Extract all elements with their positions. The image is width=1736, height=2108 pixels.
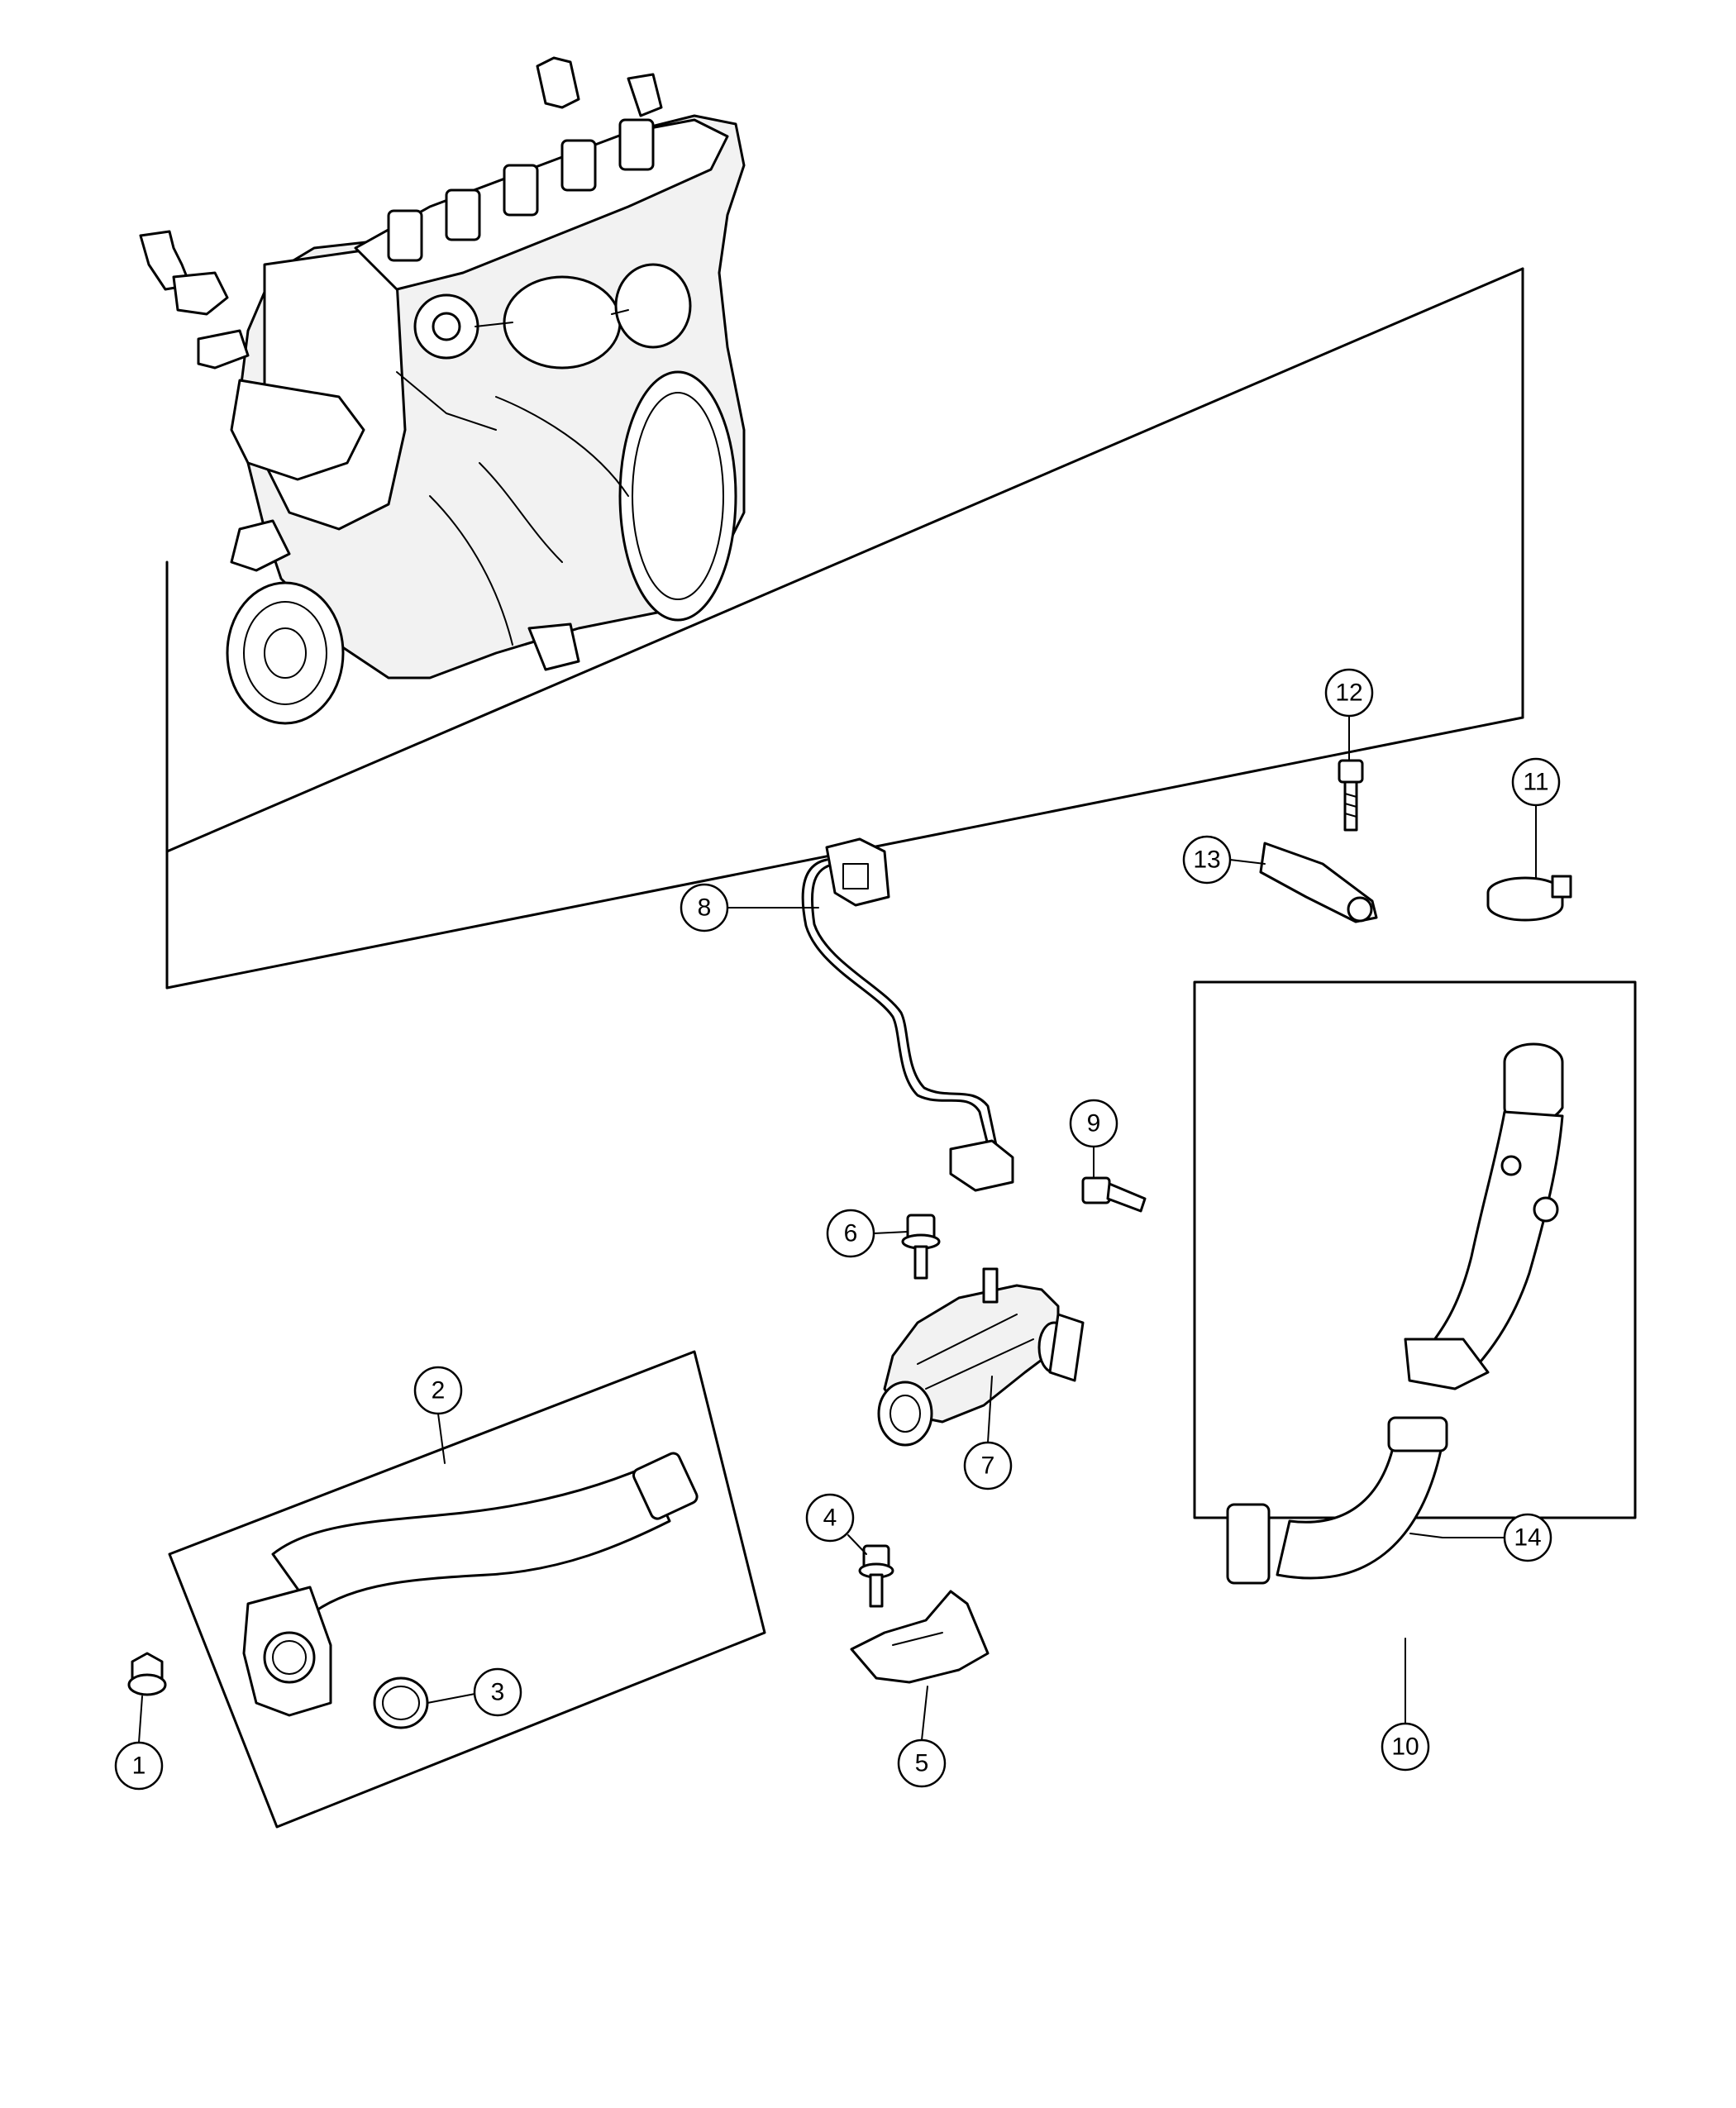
svg-text:7: 7 <box>981 1452 995 1480</box>
svg-text:14: 14 <box>1514 1524 1541 1552</box>
svg-text:12: 12 <box>1335 680 1362 707</box>
callout-11: 11 <box>1511 757 1561 807</box>
svg-text:13: 13 <box>1193 847 1220 874</box>
tube-part-8 <box>801 837 1014 1192</box>
svg-text:11: 11 <box>1523 769 1548 796</box>
svg-text:8: 8 <box>698 894 712 922</box>
part-2-box <box>168 1350 766 1829</box>
throttle-body-part-7 <box>877 1267 1085 1447</box>
bolt-part-6 <box>901 1214 941 1280</box>
callout-6: 6 <box>826 1209 875 1258</box>
callout-12: 12 <box>1324 668 1374 718</box>
seal-part-3 <box>373 1676 429 1729</box>
hose-part-14 <box>1226 1416 1448 1585</box>
callout-5: 5 <box>897 1738 947 1788</box>
callout-10: 10 <box>1381 1722 1430 1772</box>
svg-text:2: 2 <box>432 1377 446 1405</box>
sensor-part-13 <box>1259 842 1378 923</box>
intake-hose-part-2 <box>242 1452 699 1717</box>
callout-3: 3 <box>473 1667 522 1717</box>
bolt-part-12 <box>1338 759 1364 832</box>
svg-text:9: 9 <box>1087 1110 1101 1137</box>
callout-2: 2 <box>413 1366 463 1415</box>
bolt-part-9 <box>1081 1176 1147 1213</box>
callout-8: 8 <box>680 883 729 932</box>
svg-text:5: 5 <box>915 1750 929 1777</box>
callout-9: 9 <box>1069 1099 1118 1148</box>
callout-13: 13 <box>1182 835 1232 885</box>
svg-text:4: 4 <box>823 1505 837 1532</box>
callout-4: 4 <box>805 1493 855 1543</box>
callout-1: 1 <box>114 1741 164 1791</box>
clamp-part-11 <box>1486 875 1572 922</box>
bracket-part-5 <box>850 1590 990 1684</box>
bolt-part-4 <box>858 1544 894 1608</box>
svg-text:3: 3 <box>491 1679 505 1706</box>
air-duct-part-10 <box>1404 1042 1564 1390</box>
svg-text:6: 6 <box>844 1220 858 1247</box>
engine-assembly <box>139 56 746 725</box>
callout-7: 7 <box>963 1441 1013 1490</box>
callout-14: 14 <box>1503 1513 1552 1562</box>
leader-lines <box>138 715 1537 1743</box>
svg-text:1: 1 <box>132 1753 146 1780</box>
svg-text:10: 10 <box>1391 1734 1419 1761</box>
nut-part-1 <box>127 1652 167 1696</box>
